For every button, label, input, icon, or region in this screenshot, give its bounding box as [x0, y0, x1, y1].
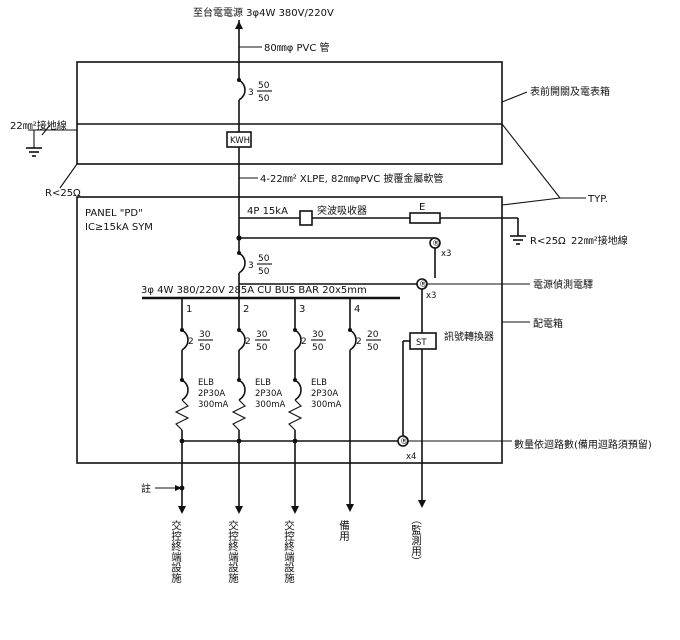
branch-2-elb: ELB [255, 378, 271, 388]
branch-1-number: 1 [186, 304, 192, 315]
branch-2-trip: 50 [256, 343, 268, 353]
branch-3-frame: 30 [312, 330, 324, 340]
x4-label: x4 [406, 452, 416, 462]
source-label: 至台電電源 3φ4W 380V/220V [193, 6, 334, 19]
branch-1-poles: 2 [188, 337, 194, 347]
busbar-label: 3φ 4W 380/220V 285A CU BUS BAR 20x5mm [141, 285, 367, 296]
branch-2-arrow [235, 506, 243, 514]
branch-2-poles: 2 [245, 337, 251, 347]
voltage-lamp-label: 電源偵測電驛 [533, 278, 593, 291]
surge-arrester [299, 210, 313, 226]
distribution-box-label: 配電箱 [533, 317, 563, 330]
st-label: ST [416, 338, 427, 348]
branch-4: 4 2 20 50 [346, 298, 381, 512]
branch-1-elb: ELB [198, 378, 214, 388]
feeder-label: 4-22㎜² XLPE, 82㎜φPVC 披覆金屬軟管 [260, 172, 443, 185]
r-left-label: R<25Ω [45, 188, 81, 199]
x3-mid-label: x3 [426, 291, 436, 301]
panel-breaker-poles: 3 [248, 261, 254, 271]
branch-3-elb-ma: 300mA [311, 400, 342, 410]
meter-box [76, 61, 503, 165]
conduit-label: 80㎜φ PVC 管 [264, 41, 330, 54]
main-breaker-frame: 50 [258, 81, 270, 91]
ground-bar-e [409, 212, 441, 224]
branch-3-number: 3 [299, 304, 305, 315]
x3-top-label: x3 [441, 249, 451, 259]
surge-name: 突波吸收器 [317, 204, 367, 217]
branch-1-destination: 交控終端設施 [170, 519, 182, 584]
typ-leader-1 [501, 123, 561, 199]
branch-4-poles: 2 [356, 337, 362, 347]
quantity-note: 數量依迴路數(備用迴路須預留) [514, 438, 652, 451]
note-label: 註 [141, 483, 151, 495]
branch-3: 3 2 30 50 ELB 2P30A 300mA [287, 298, 342, 508]
branch-2-elb-ma: 300mA [255, 400, 286, 410]
meter-box-leader [501, 91, 528, 103]
ground-right [510, 235, 526, 245]
branch-2-destination: 交控終端設施 [227, 519, 239, 584]
signal-converter-label: 訊號轉換器 [444, 330, 494, 343]
panel-breaker: 3 50 50 [237, 244, 272, 298]
ground-left-label: 22㎜²接地線 [10, 119, 67, 132]
branch-3-elb-rating: 2P30A [311, 389, 338, 399]
pilot-lamp-3-glyph: ® [400, 437, 409, 447]
surge-rating: 4P 15kA [247, 206, 288, 217]
branch-2-number: 2 [243, 304, 249, 315]
branch-4-frame: 20 [367, 330, 379, 340]
spare-label: 備用 [338, 519, 350, 542]
branch-2-elb-rating: 2P30A [255, 389, 282, 399]
main-breaker: 3 50 50 [237, 62, 272, 132]
panel-pd [76, 196, 503, 464]
branch-2-frame: 30 [256, 330, 268, 340]
source-arrow [235, 20, 243, 62]
panel-breaker-frame: 50 [258, 254, 270, 264]
typ-label: TYP. [587, 194, 608, 205]
branch-3-trip: 50 [312, 343, 324, 353]
branch-1-trip: 50 [199, 343, 211, 353]
kwh-label: KWH [230, 136, 250, 146]
pilot-lamp-1-glyph: ® [432, 239, 441, 249]
branch-3-destination: 交控終端設施 [283, 519, 295, 584]
branch-1-elb-ma: 300mA [198, 400, 229, 410]
branch-3-arrow [291, 506, 299, 514]
note-arrowhead [175, 485, 182, 491]
meter-box-label: 表前開關及電表箱 [530, 85, 610, 98]
ground-e-label: E [419, 202, 425, 213]
typ-leader-2 [501, 197, 561, 206]
branch-2: 2 2 30 50 ELB 2P30A 300mA [231, 298, 286, 508]
panel-ic: IC≥15kA SYM [85, 222, 153, 233]
r-left-leader [59, 163, 78, 189]
branch-1-elb-rating: 2P30A [198, 389, 225, 399]
ground-left: 22㎜²接地線 [10, 119, 77, 157]
branch-4-number: 4 [354, 304, 360, 315]
ground-right-label: 22㎜²接地線 [571, 234, 628, 247]
branch-1-arrow [178, 506, 186, 514]
branch-3-poles: 2 [301, 337, 307, 347]
main-breaker-trip: 50 [258, 94, 270, 104]
panel-breaker-trip: 50 [258, 267, 270, 277]
branch-4-trip: 50 [367, 343, 379, 353]
main-breaker-poles: 3 [248, 88, 254, 98]
r-right-label: R<25Ω [530, 236, 566, 247]
branch-1-frame: 30 [199, 330, 211, 340]
monitor-label: （監測用） [410, 514, 422, 567]
branch-3-elb: ELB [311, 378, 327, 388]
branch-1: 1 2 30 50 ELB 2P30A 300mA [174, 298, 229, 508]
panel-name: PANEL "PD" [85, 208, 143, 219]
pilot-lamp-2-glyph: ® [419, 280, 428, 290]
monitor-arrow [418, 500, 426, 508]
